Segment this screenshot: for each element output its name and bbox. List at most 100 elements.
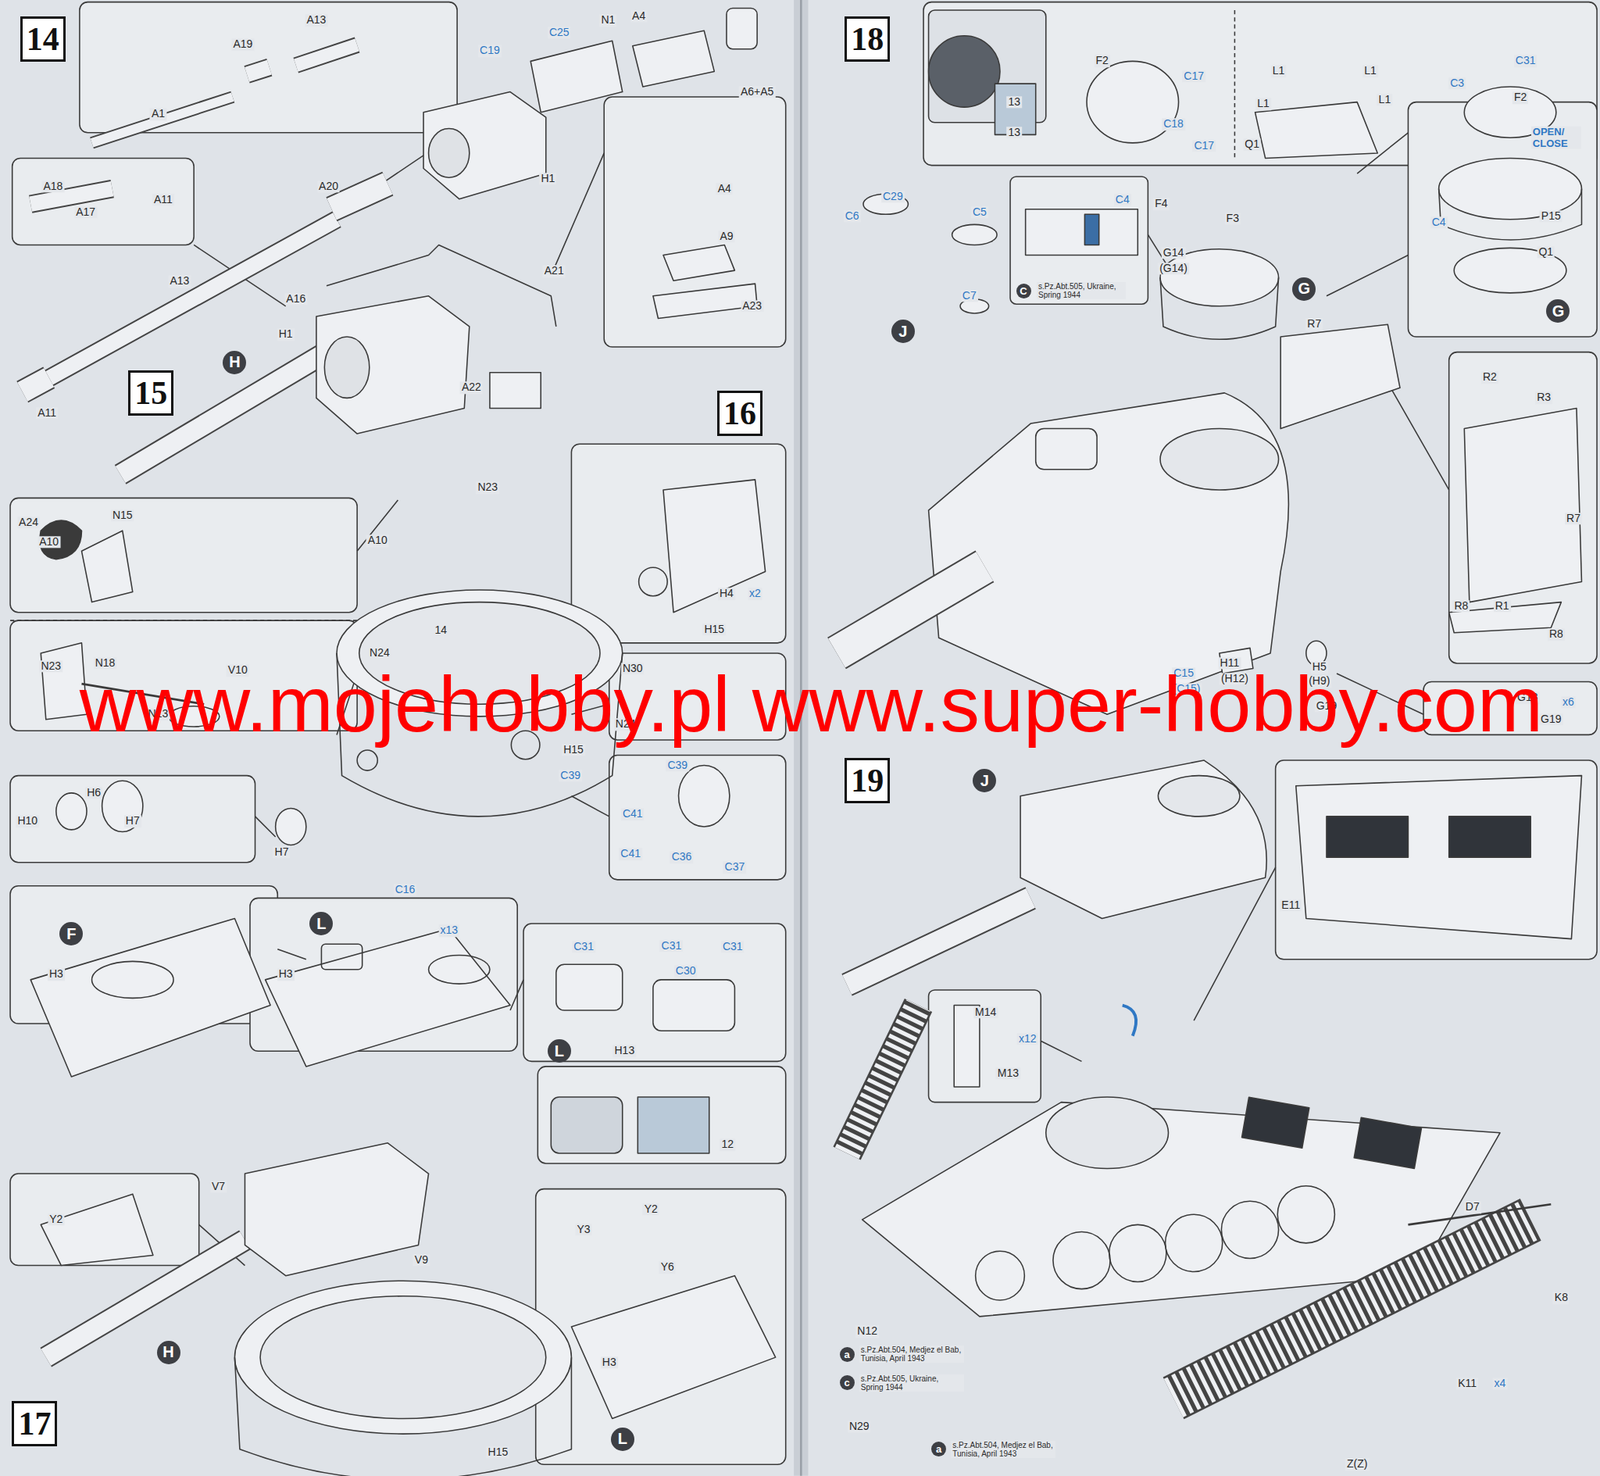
callout-letter: L (316, 914, 326, 933)
callout-letter: F (66, 925, 76, 943)
part-label: H1 (539, 172, 557, 185)
part-label: K8 (1553, 1292, 1570, 1304)
step-label: 16 (723, 394, 757, 433)
part-label: Y2 (47, 1213, 65, 1225)
part-label: R7 (1564, 512, 1583, 525)
callout-circle: L (610, 1427, 635, 1451)
note-text: s.Pz.Abt.505, Ukraine, Spring 1944 (1036, 282, 1126, 300)
part-label: A11 (35, 407, 58, 419)
part-label: N23 (39, 660, 63, 672)
part-label: L1 (1255, 98, 1272, 111)
part-label: R8 (1452, 600, 1470, 612)
callout-circle: J (972, 768, 997, 793)
part-label: F4 (1153, 198, 1169, 211)
part-label: Y3 (575, 1223, 593, 1236)
callout-letter: a (843, 1348, 850, 1361)
part-label: H4 (717, 587, 736, 600)
part-label: L1 (1362, 65, 1379, 78)
part-label: C39 (558, 769, 583, 782)
step-label: 17 (17, 1404, 51, 1443)
part-label: C5 (971, 206, 989, 218)
part-label: L1 (1271, 65, 1287, 78)
callout-circle: H (157, 1340, 181, 1365)
part-label: K11 (1456, 1377, 1479, 1390)
part-label: A4 (630, 10, 647, 22)
part-label: C16 (393, 883, 418, 896)
step-number: 14 (20, 16, 66, 62)
part-label: A17 (74, 206, 97, 218)
callout-letter: J (980, 771, 990, 790)
part-label: H3 (277, 968, 295, 981)
part-label: C7 (960, 289, 979, 302)
part-label: H15 (486, 1446, 511, 1458)
step-number: 19 (844, 757, 890, 804)
part-label: C39 (665, 759, 690, 772)
callout-letter: L (617, 1429, 628, 1448)
part-label: R3 (1535, 392, 1553, 404)
part-label: H6 (85, 786, 103, 799)
part-label: H15 (561, 743, 586, 756)
callout-letter: G (1297, 279, 1311, 298)
part-label: C31 (721, 940, 745, 953)
part-label: L1 (1377, 93, 1393, 106)
part-label: A10 (37, 535, 61, 548)
part-label: H10 (15, 815, 40, 828)
part-label: A16 (284, 292, 308, 305)
part-label: N29 (847, 1420, 872, 1433)
callout-circle: J (891, 319, 915, 343)
part-label: N24 (367, 646, 392, 659)
part-label: H13 (613, 1045, 637, 1058)
part-label: F2 (1512, 92, 1529, 104)
part-label: C25 (547, 26, 572, 39)
step-number: 16 (717, 390, 763, 436)
part-label: 12 (719, 1139, 736, 1151)
part-label: A9 (717, 230, 735, 243)
part-label: x13 (438, 924, 460, 936)
part-label: C3 (1448, 77, 1466, 90)
part-label: N23 (475, 482, 500, 494)
part-label: x6 (1560, 696, 1576, 708)
part-label: (G14) (1157, 262, 1190, 275)
callout-letter: c (843, 1376, 850, 1389)
part-label: A10 (366, 535, 390, 547)
step-label: 18 (850, 20, 884, 58)
part-label: H3 (600, 1356, 618, 1368)
part-label: A13 (304, 14, 328, 26)
part-label: M14 (973, 1006, 998, 1018)
callout-circle: G (1292, 277, 1316, 301)
callout-letter: H (162, 1342, 174, 1361)
part-label: V7 (210, 1180, 227, 1193)
part-label: C4 (1114, 193, 1132, 206)
part-label: R2 (1481, 371, 1499, 384)
part-label: C18 (1161, 118, 1186, 131)
part-label: C17 (1182, 70, 1206, 83)
part-label: G14 (1161, 246, 1186, 259)
part-label: 14 (432, 624, 449, 636)
part-label: D7 (1464, 1200, 1482, 1213)
part-label: R7 (1305, 318, 1323, 331)
step-label: 15 (134, 374, 168, 412)
part-label: H1 (277, 328, 295, 341)
part-label: A21 (542, 265, 566, 278)
note-text: OPEN/ CLOSE (1531, 126, 1582, 150)
part-label: H3 (47, 968, 65, 981)
part-label: A22 (460, 382, 483, 394)
part-label: F2 (1093, 55, 1110, 68)
step-label: 14 (26, 20, 60, 58)
step-number: 17 (11, 1400, 58, 1447)
part-label: R8 (1547, 628, 1565, 641)
part-label: A13 (167, 275, 191, 288)
part-label: C29 (881, 190, 905, 203)
part-label: H7 (124, 815, 142, 828)
part-label: Q1 (1242, 139, 1261, 151)
part-label: A20 (317, 180, 340, 193)
part-label: V9 (413, 1253, 430, 1266)
part-label: Y6 (659, 1261, 676, 1274)
step-number: 15 (128, 370, 174, 416)
part-label: F3 (1225, 212, 1241, 225)
scheme-marker: c (839, 1375, 855, 1390)
callout-letter: H (228, 353, 240, 372)
watermark: www.mojehobby.pl www.super-hobby.com (79, 664, 1543, 744)
part-label: N1 (599, 14, 617, 26)
part-label: A6+A5 (739, 85, 775, 98)
